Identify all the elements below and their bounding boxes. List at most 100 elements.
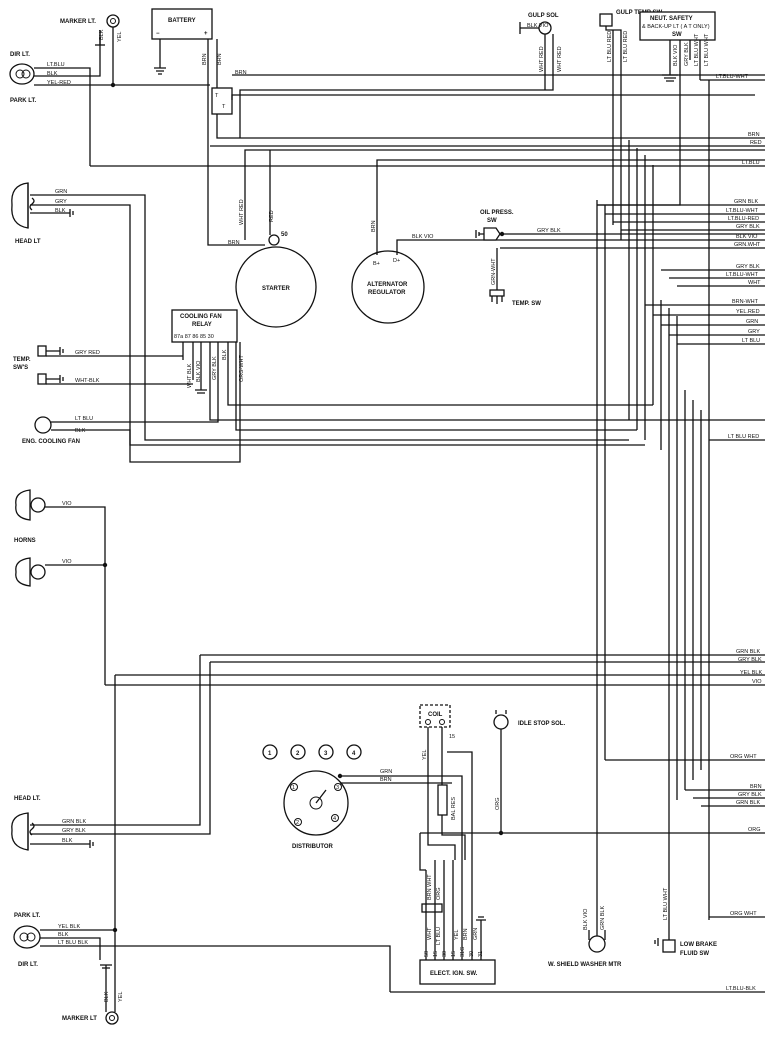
svg-text:BLK: BLK <box>55 208 66 214</box>
coil-label: COIL <box>428 712 443 718</box>
oil-press-sw: OIL PRESS. SW GRY BLK <box>475 210 765 241</box>
head-lt-bottom-label: HEAD LT. <box>14 796 41 802</box>
temp-sws-label-2: SW'S <box>13 365 28 371</box>
svg-text:GRY BLK: GRY BLK <box>738 657 762 663</box>
svg-text:2: 2 <box>296 751 300 757</box>
starter-terminal-label: 50 <box>281 232 288 238</box>
alternator-label-1: ALTERNATOR <box>367 282 408 288</box>
svg-text:BRN: BRN <box>228 240 240 246</box>
svg-text:BLK VIO: BLK VIO <box>527 23 549 29</box>
svg-text:LT BLU RED: LT BLU RED <box>728 434 759 440</box>
svg-text:1: 1 <box>268 751 272 757</box>
svg-text:GRN: GRN <box>380 769 392 775</box>
temp-sw-label: TEMP. SW <box>512 301 541 307</box>
neut-safety-label-1: NEUT. SAFETY <box>650 16 693 22</box>
svg-text:4: 4 <box>333 816 336 822</box>
relay-terminals: 87a 87 86 85 30 <box>174 334 214 340</box>
marker-lt-top: MARKER LT. BLK YEL <box>60 14 123 85</box>
svg-text:BRN: BRN <box>371 220 377 232</box>
elect-ign-sw-label: ELECT. IGN. SW. <box>430 971 478 977</box>
coil: COIL 15 BAL RES YEL <box>419 704 473 900</box>
svg-text:GRN BLK: GRN BLK <box>600 906 606 930</box>
svg-text:RED: RED <box>269 210 275 222</box>
svg-text:LT BLU: LT BLU <box>742 338 760 344</box>
svg-text:LT BLU: LT BLU <box>75 416 93 422</box>
svg-text:VIO: VIO <box>752 679 762 685</box>
svg-text:ORG-WHT: ORG-WHT <box>239 354 245 382</box>
svg-text:GRY: GRY <box>748 329 760 335</box>
ign-terminals: 58 15 30 15 31G 30 31 <box>424 947 484 957</box>
svg-text:BRN: BRN <box>235 70 247 76</box>
svg-text:GRN: GRN <box>55 189 67 195</box>
low-brake-label-1: LOW BRAKE <box>680 942 717 948</box>
svg-text:LT BLU RED: LT BLU RED <box>623 31 629 62</box>
svg-text:BLK VIO: BLK VIO <box>583 908 589 930</box>
distributor-label: DISTRIBUTOR <box>292 844 334 850</box>
bal-res-label: BAL RES <box>451 797 457 820</box>
svg-text:LT.BLU: LT.BLU <box>742 160 760 166</box>
svg-text:BLK: BLK <box>62 838 73 844</box>
marker-lt-top-label: MARKER LT. <box>60 19 96 25</box>
low-brake-label-2: FLUID SW <box>680 951 709 957</box>
park-lt-top-label: PARK LT. <box>10 98 36 104</box>
eng-cooling-fan-label: ENG. COOLING FAN <box>22 439 80 445</box>
svg-text:3: 3 <box>336 785 339 791</box>
gulp-sol: GULP SOL BLK VIO WHT RED WHT RED <box>239 13 563 138</box>
svg-text:LT BLU WHT: LT BLU WHT <box>704 33 710 66</box>
svg-text:ORG WHT: ORG WHT <box>730 911 757 917</box>
svg-text:BRN: BRN <box>202 53 208 65</box>
park-lt-bottom-label: PARK LT. <box>14 913 40 919</box>
svg-text:BLK VIO: BLK VIO <box>196 360 202 382</box>
starter: STARTER 50 WHT RED RED BRN <box>228 149 765 328</box>
starter-label: STARTER <box>262 286 291 292</box>
svg-text:T: T <box>215 93 219 99</box>
svg-text:LT BLU WHT: LT BLU WHT <box>663 887 669 920</box>
svg-text:B+: B+ <box>373 261 380 267</box>
neut-safety-label-3: SW <box>672 32 682 38</box>
svg-text:YEL: YEL <box>117 32 123 42</box>
svg-text:−: − <box>156 31 160 37</box>
svg-text:YEL-RED: YEL-RED <box>47 80 71 86</box>
svg-text:WHT RED: WHT RED <box>539 46 545 72</box>
svg-text:GRY BLK: GRY BLK <box>736 264 760 270</box>
svg-text:YEL: YEL <box>422 750 428 760</box>
svg-text:WHT RED: WHT RED <box>557 46 563 72</box>
alternator-regulator: ALTERNATOR REGULATOR B+ D+ BRN BLK VIO <box>351 159 765 324</box>
svg-text:D+: D+ <box>393 258 400 264</box>
svg-text:BRN: BRN <box>463 928 469 940</box>
neut-safety-sw: NEUT. SAFETY & BACK-UP LT ( A T ONLY) SW… <box>597 11 716 206</box>
dir-lt-bottom-label: DIR LT. <box>18 962 38 968</box>
marker-lt-bottom: MARKER LT BLK YEL <box>62 930 124 1025</box>
svg-text:ORG WHT: ORG WHT <box>730 754 757 760</box>
svg-text:GRY BLK: GRY BLK <box>684 42 690 66</box>
gulp-sol-label: GULP SOL <box>528 13 559 19</box>
svg-text:BLK: BLK <box>47 71 58 77</box>
idle-stop-sol: IDLE STOP SOL. ORG <box>493 710 565 836</box>
svg-text:BLK VIO: BLK VIO <box>412 234 434 240</box>
svg-text:3: 3 <box>324 751 328 757</box>
svg-text:BRN: BRN <box>750 784 762 790</box>
horns: HORNS VIO VIO <box>14 489 108 685</box>
battery-label: BATTERY <box>168 18 196 24</box>
relay-label-1: COOLING FAN <box>180 314 222 320</box>
washer-label: W. SHIELD WASHER MTR <box>548 962 622 968</box>
firing-order: 1 2 3 4 <box>262 744 362 760</box>
svg-text:31G: 31G <box>460 947 466 957</box>
svg-text:GRN: GRN <box>746 319 758 325</box>
svg-text:GRY RED: GRY RED <box>75 350 100 356</box>
svg-text:GRN-WHT: GRN-WHT <box>491 258 497 285</box>
svg-text:YEL: YEL <box>454 930 460 940</box>
svg-text:GRN BLK: GRN BLK <box>736 800 760 806</box>
svg-text:GRY BLK: GRY BLK <box>537 228 561 234</box>
svg-text:GRN: GRN <box>473 928 479 940</box>
svg-text:GRN BLK: GRN BLK <box>62 819 86 825</box>
neut-safety-label-2: & BACK-UP LT ( A T ONLY) <box>642 24 710 30</box>
dir-park-lt-top: DIR LT. PARK LT. LT.BLU BLK YEL-RED <box>9 30 210 166</box>
svg-text:BRN: BRN <box>217 53 223 65</box>
svg-text:BLK: BLK <box>222 349 228 360</box>
svg-text:VIO: VIO <box>62 559 72 565</box>
oil-press-label-2: SW <box>487 218 497 224</box>
temp-sws: TEMP. SW'S GRY RED WHT-BLK <box>13 345 193 385</box>
svg-text:15: 15 <box>451 951 457 957</box>
svg-text:BLK: BLK <box>75 428 86 434</box>
